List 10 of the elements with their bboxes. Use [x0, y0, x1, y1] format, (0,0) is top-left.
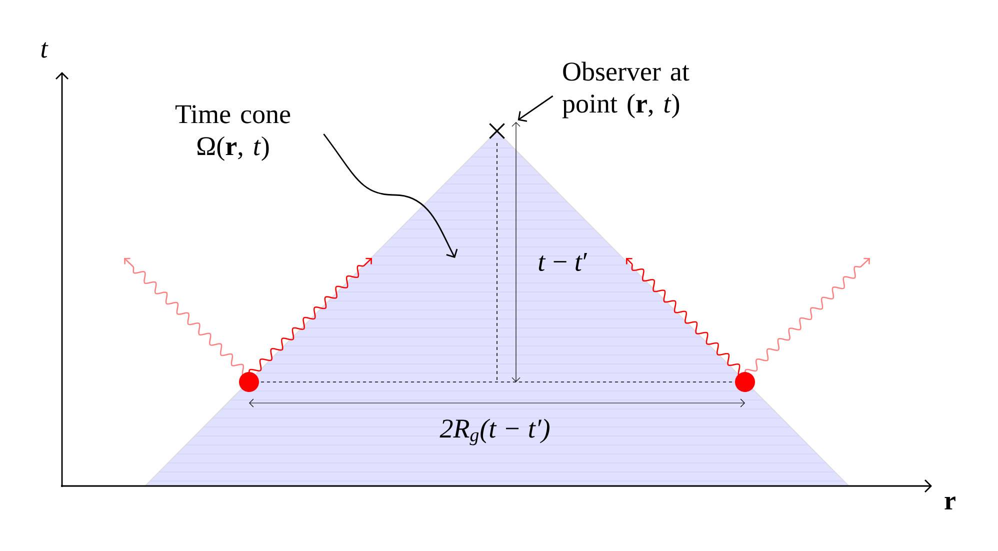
callout-text: Time cone Ω(r, t) [176, 105, 290, 161]
arrow [518, 95, 554, 122]
arrow [323, 134, 458, 258]
callout-text: Observer at point (r, t) [562, 62, 690, 118]
axis-label: t [41, 42, 48, 58]
dimension-label: 2R$_{g}$(t − t′) [440, 418, 550, 446]
cross-mark [488, 122, 506, 140]
dimension-label: t − t′ [538, 253, 588, 271]
axis-label: r [944, 496, 956, 510]
time-cone [144, 130, 850, 486]
